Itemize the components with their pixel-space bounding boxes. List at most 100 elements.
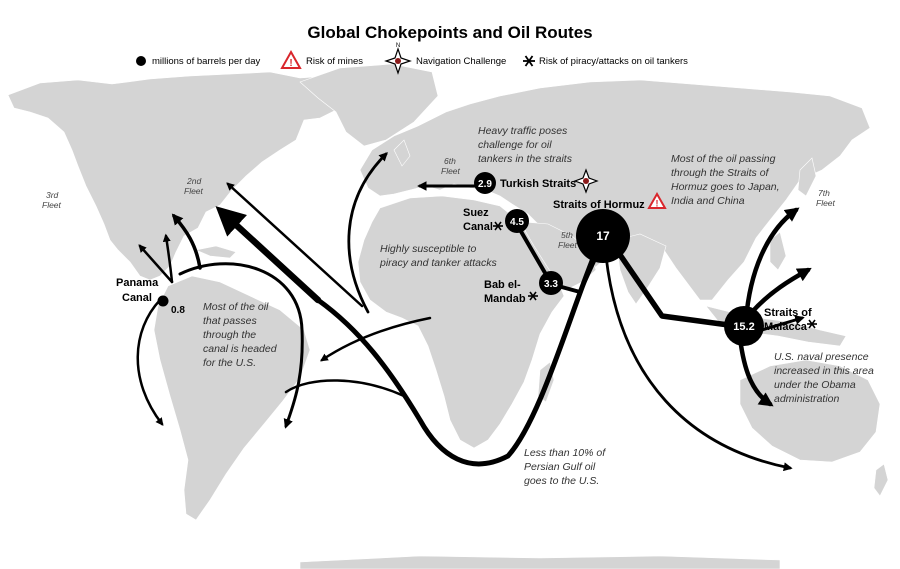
route-hormuz-cape [315,253,597,467]
japan-shape [797,157,817,197]
chokepoint-circle [724,306,764,346]
route-malacca-ne [743,207,800,323]
legend-barrels: millions of barrels per day [152,56,260,67]
uk-shape [393,139,411,167]
chokepoint-value: 15.2 [733,321,754,333]
svg-text:!: ! [289,58,292,69]
note-line: Persian Gulf oil [524,461,596,473]
annotation-gulf: Less than 10% of Persian Gulf oil goes t… [524,447,606,487]
chokepoint-label: Panama [116,277,159,289]
antarctica-shape [299,555,781,569]
chokepoint-circle [157,295,169,307]
landmass-layer [7,63,889,569]
navigation-challenge-icon [573,168,599,194]
chokepoint-circle [576,209,630,263]
route-panama-loop [178,262,304,429]
south-america-shape [153,275,311,521]
chokepoint-label: Straits of [764,307,812,319]
fleet-label: Fleet [558,240,578,250]
route-panama-north-c [171,213,202,270]
fleet-label: 7th [818,188,830,198]
philippines-shape [769,231,787,271]
note-line: through the [203,329,256,341]
chokepoint-malacca[interactable]: 15.2 Straits of Malacca [724,306,812,346]
chokepoint-panama[interactable]: 0.8 Panama Canal [116,277,185,316]
note-line: Less than 10% of [524,447,606,459]
fleet-label: Fleet [816,198,836,208]
svg-text:!: ! [656,199,659,209]
note-line: India and China [671,195,745,207]
route-africa-to-sa [320,316,432,362]
note-line: piracy and tanker attacks [379,257,497,269]
mines-legend-icon: ! [280,49,302,69]
annotation-hormuz: Most of the oil passing through the Stra… [671,153,780,207]
caribbean-shape [194,245,237,259]
fleet-label: 5th [561,230,573,240]
piracy-legend-icon [523,55,535,67]
chokepoint-label: Canal [122,292,152,304]
annotation-turkish: Heavy traffic poses challenge for oil ta… [478,125,573,165]
route-panama-south [136,298,164,426]
route-suez-bab [517,226,550,280]
route-malacca-s [737,335,774,407]
annotation-suez: Highly susceptible to piracy and tanker … [379,243,497,269]
barrels-legend-icon [136,56,146,66]
fleet-label: Fleet [42,200,62,210]
chokepoint-label: Straits of Hormuz [553,199,645,211]
risk-icon-layer: ! [493,168,817,329]
legend: millions of barrels per day ! Risk of mi… [136,43,688,75]
note-line: Most of the oil [203,301,269,313]
note-line: Hormuz goes to Japan, [671,181,780,193]
route-panama-north-b [162,233,174,284]
route-layer [136,152,812,472]
chokepoint-turkish[interactable]: 2.9 Turkish Straits [474,172,576,194]
note-line: that passes [203,315,257,327]
chokepoint-circle [474,172,496,194]
svg-text:N: N [396,43,400,49]
chokepoint-label: Canal [463,221,493,233]
route-malacca-se [760,315,805,332]
piracy-star-icon [493,221,503,231]
chokepoint-label: Suez [463,207,489,219]
piracy-star-icon [807,319,817,329]
chokepoint-value: 17 [596,229,610,243]
fleet-label: 6th [444,156,456,166]
chokepoint-suez[interactable]: 4.5 Suez Canal [463,207,529,233]
note-line: Highly susceptible to [380,243,476,255]
annotation-malacca: U.S. naval presence increased in this ar… [774,351,874,405]
navigation-legend-icon: N [384,43,412,75]
fleet-label: Fleet [441,166,461,176]
chokepoint-layer: 0.8 Panama Canal 2.9 Turkish Straits 4.5… [116,172,812,346]
chokepoint-value: 3.3 [544,279,558,290]
annotation-panama: Most of the oil that passes through the … [203,301,278,369]
mines-warning-icon: ! [647,191,667,209]
chokepoint-hormuz[interactable]: 17 Straits of Hormuz [553,199,645,263]
note-line: administration [774,393,840,405]
route-cape-to-caribbean [284,379,406,398]
note-line: Most of the oil passing [671,153,776,165]
greenland-shape [299,63,439,147]
fleet-label: Fleet [184,186,204,196]
chokepoint-circle [505,209,529,233]
map-title: Global Chokepoints and Oil Routes [307,23,592,42]
route-malacca-e [749,267,812,315]
note-line: U.S. naval presence [774,351,869,363]
fleet-label: 3rd [46,190,59,200]
chokepoint-value: 2.9 [478,179,492,190]
chokepoint-value: 4.5 [510,217,524,228]
note-line: increased in this area [774,365,874,377]
north-america-shape [7,71,353,281]
note-line: canal is headed [203,343,278,355]
chokepoint-bab[interactable]: 3.3 Bab el- Mandab [484,271,563,305]
note-line: Heavy traffic poses [478,125,568,137]
note-line: for the U.S. [203,357,256,369]
chokepoint-label: Turkish Straits [500,178,576,190]
australia-shape [739,359,881,463]
chokepoint-circle [539,271,563,295]
note-line: goes to the U.S. [524,475,599,487]
new-zealand-shape [873,463,889,497]
fleet-label: 2nd [186,176,201,186]
note-line: through the Straits of [671,167,770,179]
note-line: challenge for oil [478,139,552,151]
